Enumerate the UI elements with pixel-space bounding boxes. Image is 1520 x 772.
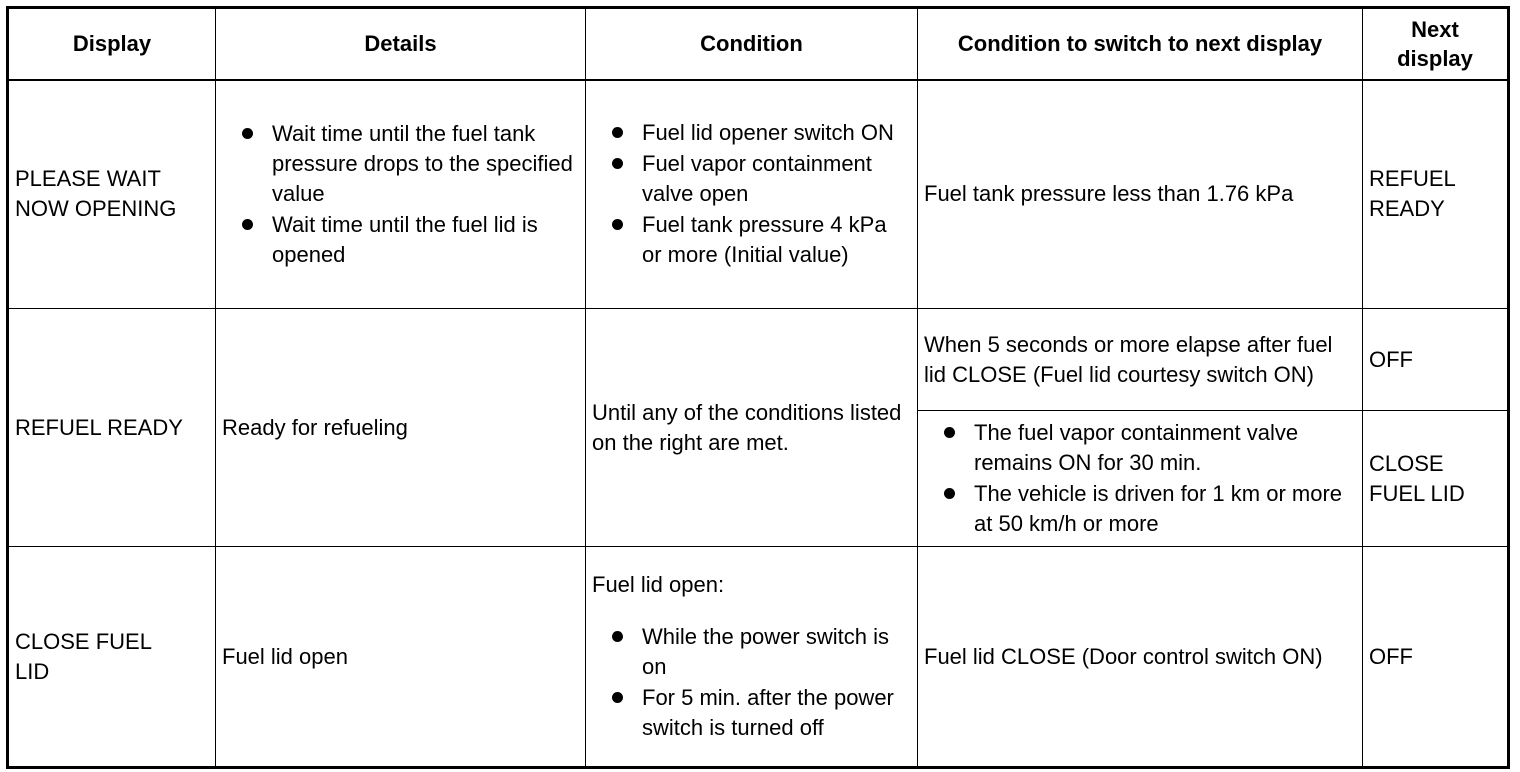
- display-cell: CLOSE FUEL LID: [7, 546, 216, 768]
- list-item: Fuel tank pressure 4 kPa or more (Initia…: [592, 210, 911, 270]
- list-item: The vehicle is driven for 1 km or more a…: [924, 479, 1356, 539]
- table-row: PLEASE WAIT NOW OPENING Wait time until …: [7, 79, 1509, 309]
- bullet-icon: [612, 219, 623, 231]
- bullet-icon: [242, 218, 253, 230]
- details-cell: Fuel lid open: [215, 546, 586, 768]
- list-item: Wait time until the fuel lid is opened: [222, 210, 579, 270]
- bullet-icon: [612, 630, 623, 642]
- table-row: The fuel vapor containment valve remains…: [8, 410, 1509, 547]
- list-item: Fuel lid opener switch ON: [592, 118, 911, 148]
- header-row: Display Details Condition Condition to s…: [7, 7, 1509, 80]
- next-display-cell: CLOSE FUEL LID: [1362, 410, 1509, 547]
- condition-cell: Until any of the conditions listed on th…: [585, 308, 918, 547]
- switch-condition-cell: The fuel vapor containment valve remains…: [917, 410, 1363, 547]
- table-row: CLOSE FUEL LID Fuel lid open Fuel lid op…: [7, 546, 1509, 768]
- list-item: Fuel vapor containment valve open: [592, 149, 911, 209]
- header-condition: Condition: [585, 7, 918, 80]
- fuel-lid-display-table: Display Details Condition Condition to s…: [6, 6, 1510, 769]
- bullet-icon: [242, 127, 253, 139]
- next-display-cell: REFUEL READY: [1362, 79, 1509, 309]
- condition-cell: Fuel lid opener switch ON Fuel vapor con…: [585, 79, 918, 309]
- list-item: Wait time until the fuel tank pressure d…: [222, 119, 579, 209]
- header-details: Details: [215, 7, 586, 80]
- details-cell: Ready for refueling: [215, 308, 586, 547]
- condition-cell: Fuel lid open: While the power switch is…: [585, 546, 918, 768]
- list-item: While the power switch is on: [592, 622, 911, 682]
- bullet-icon: [944, 488, 955, 499]
- header-switch-condition: Condition to switch to next display: [917, 7, 1363, 80]
- switch-bullet-list: The fuel vapor containment valve remains…: [924, 418, 1356, 539]
- next-display-cell: OFF: [1362, 546, 1509, 768]
- condition-lead-text: Fuel lid open:: [592, 571, 725, 597]
- header-display: Display: [7, 7, 216, 80]
- condition-bullet-list: While the power switch is on For 5 min. …: [592, 622, 911, 743]
- table-row: REFUEL READY Ready for refueling Until a…: [7, 308, 1509, 547]
- condition-bullet-list: Fuel lid opener switch ON Fuel vapor con…: [592, 118, 911, 270]
- next-display-cell: OFF: [1362, 308, 1509, 411]
- bullet-icon: [612, 127, 623, 139]
- bullet-icon: [944, 427, 955, 438]
- bullet-icon: [612, 691, 623, 703]
- details-bullet-list: Wait time until the fuel tank pressure d…: [222, 119, 579, 270]
- switch-condition-cell: When 5 seconds or more elapse after fuel…: [917, 308, 1363, 411]
- list-item: The fuel vapor containment valve remains…: [924, 418, 1356, 478]
- details-cell: Wait time until the fuel tank pressure d…: [215, 79, 586, 309]
- bullet-icon: [612, 158, 623, 170]
- display-cell: REFUEL READY: [7, 308, 216, 547]
- header-next-display: Next display: [1362, 7, 1509, 80]
- switch-condition-cell: Fuel tank pressure less than 1.76 kPa: [917, 79, 1363, 309]
- list-item: For 5 min. after the power switch is tur…: [592, 683, 911, 743]
- switch-condition-cell: Fuel lid CLOSE (Door control switch ON): [917, 546, 1363, 768]
- display-cell: PLEASE WAIT NOW OPENING: [7, 79, 216, 309]
